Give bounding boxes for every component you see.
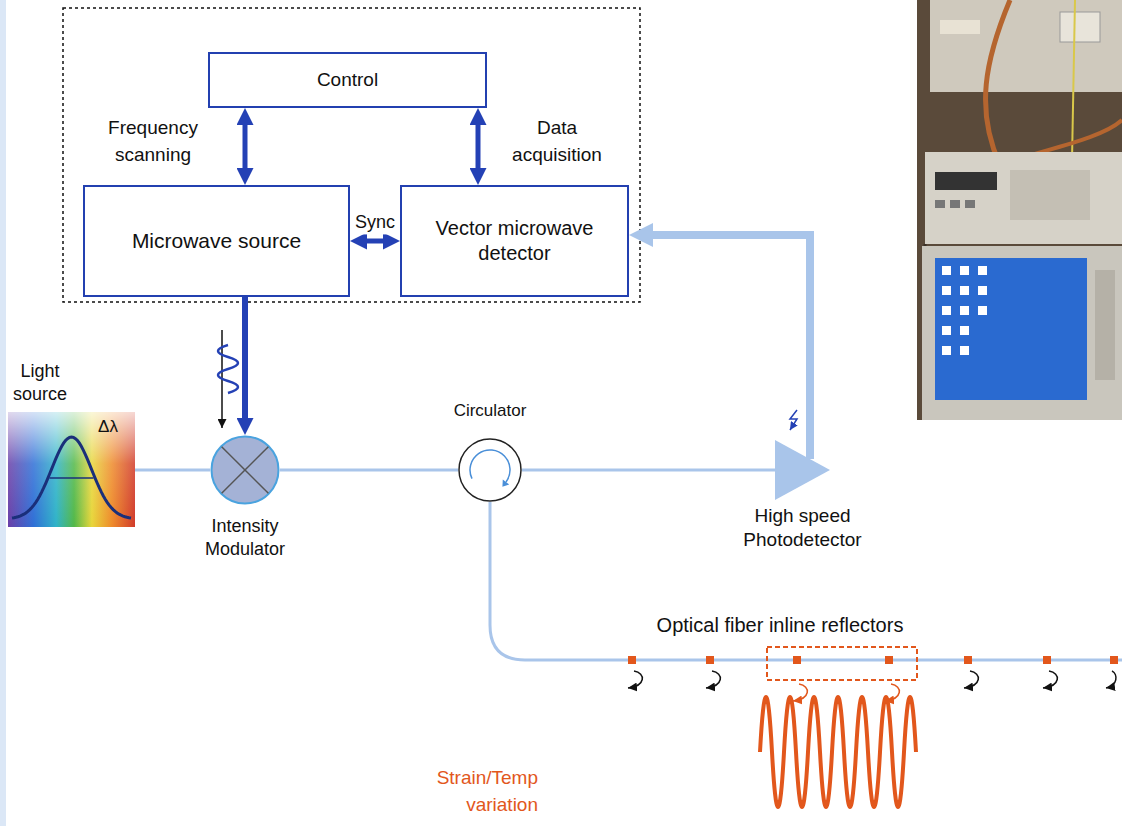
circulator: Circulator [458, 438, 522, 502]
connector [135, 469, 210, 472]
node-text: Intensity Modulator [170, 515, 320, 560]
connector [242, 297, 248, 418]
measurand-label: Strain/Temp variation [398, 765, 538, 818]
strain-wave [760, 697, 916, 807]
signal-label: Data acquisition [492, 115, 622, 168]
modulator-circle: Intensity Modulator [210, 435, 280, 505]
control-box: Control [208, 52, 487, 108]
node-text: Light source [0, 360, 80, 405]
node-text: Circulator [430, 400, 550, 421]
source-box: Microwave source [83, 185, 350, 297]
side-strip [0, 0, 6, 826]
signal-label: Frequency scanning [88, 115, 218, 168]
node-text: Microwave source [132, 228, 301, 254]
rf-signal-symbol [790, 410, 797, 430]
connector [476, 125, 481, 168]
connector [367, 239, 383, 244]
connector-layer [135, 125, 810, 470]
detector-box: Vector microwave detector [400, 185, 629, 297]
light-source: Light sourceΔλ [8, 412, 135, 527]
photodetector: High speed Photodetector [775, 440, 830, 500]
sensor-pair-box [767, 647, 917, 680]
node-text: Δλ [86, 416, 130, 437]
microwave-wave-symbol [218, 345, 238, 393]
connector [653, 235, 810, 459]
sensing-fiber [490, 502, 1122, 660]
photodetector-shape [775, 440, 830, 500]
lab-photo [917, 0, 1122, 420]
modulator-circle-shape [210, 435, 280, 505]
reflection-arrows [628, 671, 1116, 701]
node-text: Control [317, 68, 378, 92]
instrument-group-box [63, 8, 640, 302]
node-text: High speed Photodetector [730, 504, 875, 552]
inline-reflectors [628, 656, 1118, 664]
circulator-shape [458, 438, 522, 502]
edge-label: Sync [353, 212, 397, 234]
connector [243, 125, 248, 168]
connector [280, 469, 458, 472]
connector [522, 469, 775, 472]
fiber-label: Optical fiber inline reflectors [600, 612, 960, 638]
node-text: Vector microwave detector [410, 216, 619, 266]
